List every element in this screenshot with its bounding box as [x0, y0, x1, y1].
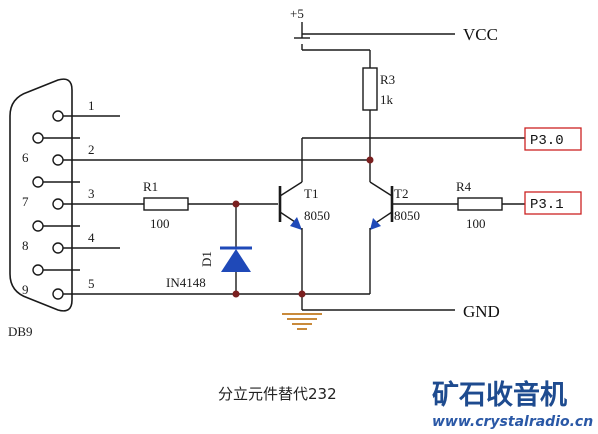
- junction-nodes: [232, 156, 374, 298]
- transistor-t2: [369, 160, 394, 294]
- resistor-r1: [120, 197, 278, 211]
- vcc-rail: [301, 33, 455, 68]
- db9-pin-7: [32, 176, 44, 188]
- ground-bus: [120, 293, 455, 311]
- pin-number-4: 4: [88, 230, 95, 245]
- pin-number-2: 2: [88, 142, 95, 157]
- pin-number-5: 5: [88, 276, 95, 291]
- supply-voltage-label: +5: [290, 6, 304, 21]
- d1-part-label: IN4148: [166, 275, 206, 290]
- r3-value-label: 1k: [380, 92, 394, 107]
- diagram-caption: 分立元件替代232: [218, 385, 337, 403]
- db9-pin-8: [32, 220, 44, 232]
- diode-d1: [220, 204, 252, 294]
- port-p31: P3.1: [524, 191, 582, 215]
- d1-ref-label: D1: [199, 251, 214, 267]
- pin-number-9: 9: [22, 282, 29, 297]
- port-p31-label: P3.1: [530, 197, 564, 213]
- wire-pin2-p30: [120, 137, 525, 182]
- supply-symbol: [294, 22, 310, 39]
- r3-ref-label: R3: [380, 72, 395, 87]
- junction-node: [232, 290, 240, 298]
- resistor-r4: [392, 197, 525, 211]
- brand-url: www.crystalradio.cn: [432, 414, 593, 430]
- db9-pin-2: [52, 154, 64, 166]
- db9-pin-3: [52, 198, 64, 210]
- pin-number-1: 1: [88, 98, 95, 113]
- junction-node: [366, 156, 374, 164]
- r4-ref-label: R4: [456, 179, 472, 194]
- t2-ref-label: T2: [394, 186, 408, 201]
- db9-pin-1: [52, 110, 64, 122]
- db9-pin-6: [32, 132, 44, 144]
- db9-label: DB9: [8, 324, 33, 339]
- vcc-label: VCC: [463, 25, 498, 44]
- port-p30-label: P3.0: [530, 133, 564, 149]
- pin-number-6: 6: [22, 150, 29, 165]
- t2-part-label: 8050: [394, 208, 420, 223]
- r1-ref-label: R1: [143, 179, 158, 194]
- r4-value-label: 100: [466, 216, 486, 231]
- transistor-t1: [278, 181, 303, 294]
- resistor-r3: [362, 67, 378, 158]
- db9-connector: [9, 78, 120, 312]
- junction-node: [298, 290, 306, 298]
- pin-number-3: 3: [88, 186, 95, 201]
- pin-number-7: 7: [22, 194, 29, 209]
- junction-node: [232, 200, 240, 208]
- gnd-label: GND: [463, 302, 500, 321]
- brand-name: 矿石收音机: [432, 379, 567, 411]
- db9-pin-4: [52, 242, 64, 254]
- db9-pin-9: [32, 264, 44, 276]
- t1-ref-label: T1: [304, 186, 318, 201]
- ground-symbol: [282, 313, 322, 330]
- pin-number-8: 8: [22, 238, 29, 253]
- r1-value-label: 100: [150, 216, 170, 231]
- t1-part-label: 8050: [304, 208, 330, 223]
- db9-pin-5: [52, 288, 64, 300]
- port-p30: P3.0: [524, 127, 582, 151]
